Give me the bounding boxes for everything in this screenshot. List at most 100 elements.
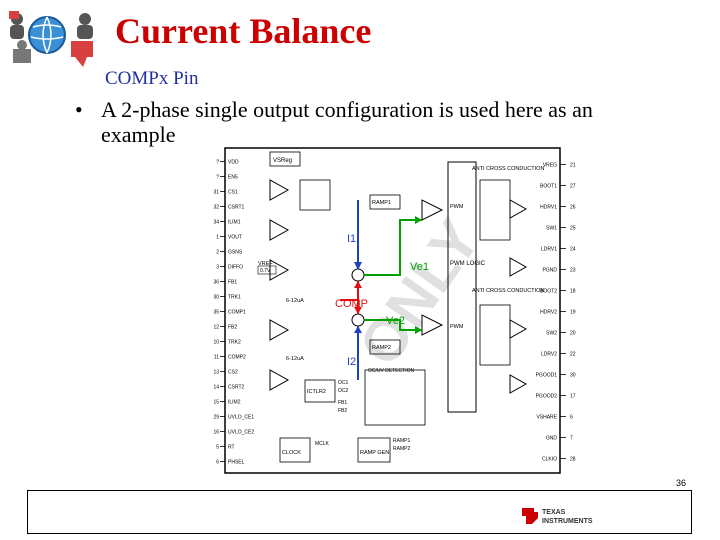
left-pin-number: 32 [213,205,219,211]
pwm-logic-block [447,161,477,413]
ramp1-out-label: RAMP1 [393,438,410,444]
left-pin-number: 35 [213,310,219,316]
right-pin-number: 23 [570,268,576,274]
left-pin-name: RT [228,445,235,451]
left-pin-name: CS2 [228,370,238,376]
ramp2-out-label: RAMP2 [393,446,410,452]
ramp-gen-label: RAMP GEN [360,450,389,456]
left-pin-number: 13 [213,370,219,376]
left-pin-number: 2 [216,250,219,256]
right-pin-number: 22 [570,352,576,358]
ocuv-label: OC/UV DETECTION [368,368,415,374]
ve1-label: Ve1 [410,261,429,273]
right-pin-name: VSHARE [536,415,557,421]
right-pin-number: 19 [570,310,576,316]
left-pin-name: COMP2 [228,355,246,361]
left-pin-number: 11 [214,355,219,361]
i2-label: I2 [347,356,356,368]
ve1-path [364,219,422,276]
pwm-logic-label: PWM LOGIC [450,261,486,267]
page-number: 36 [676,478,687,488]
left-pin-number: 6 [216,460,219,466]
left-pin-name: TRK2 [228,340,241,346]
right-pin-number: 30 [570,373,576,379]
footer-bar [27,490,692,534]
right-pin-name: HDRV1 [540,205,557,211]
left-pin-name: DIFFO [228,265,243,271]
right-pin-number: 7 [570,436,573,442]
left-pin-number: 15 [213,400,219,406]
mclk-label: MCLK [315,441,330,447]
fb1-label: FB1 [338,400,347,406]
left-pin-number: ? [216,160,219,166]
left-pin-name: TRK1 [228,295,241,301]
left-pin-number: 10 [213,340,219,346]
vref-label: VREF [258,261,273,267]
left-pin-number: 14 [213,385,219,391]
right-pin-number: 21 [570,163,576,169]
left-pin-name: EN5 [228,175,238,181]
i1-label: I1 [347,233,356,245]
clock-label: CLOCK [282,450,301,456]
globe-people-logo [9,11,93,67]
oc1-label: OC1 [338,380,349,386]
bullet-text: A 2-phase single output configuration is… [101,97,593,122]
left-pin-name: GSNS [228,250,243,256]
right-pin-number: 28 [570,457,576,463]
right-pin-number: 18 [570,289,576,295]
left-pin-number: 29 [213,415,219,421]
left-pin-name: VDD [228,160,239,166]
right-pin-number: 25 [570,226,576,232]
left-pin-name: ILIM2 [228,400,241,406]
fb2-label: FB2 [338,408,347,414]
anti-cross-label-2: ANTI CROSS CONDUCTION [472,288,544,294]
left-pin-number: 5 [216,445,219,451]
left-pin-name: CSRT1 [228,205,245,211]
right-pin-name: SW1 [546,226,557,232]
right-pin-name: HDRV2 [540,310,557,316]
right-pin-number: 20 [570,331,576,337]
current-label-2: 6-12uA [286,356,304,362]
v07-label: 0.7V [260,268,271,274]
ti-logo: TEXAS INSTRUMENTS [522,508,593,525]
ve2-label: Ve2 [386,315,405,327]
left-pin-number: 16 [213,430,219,436]
right-pin-name: BOOT1 [540,184,557,190]
left-pin-number: 34 [213,220,219,226]
right-pin-name: GND [546,436,558,442]
left-pin-number: 1 [216,235,219,241]
bullet-text-continued: example [101,122,176,147]
left-pin-name: FB1 [228,280,237,286]
left-pin-name: FB2 [228,325,237,331]
ti-brand-line2: INSTRUMENTS [542,518,593,525]
left-pin-number: 12 [213,325,219,331]
ramp2-label: RAMP2 [372,345,391,351]
right-pin-name: PGOOD2 [536,394,558,400]
right-pin-name: SW2 [546,331,557,337]
right-pin-name: CLKIO [542,457,557,463]
left-pin-name: ILIM1 [228,220,241,226]
left-pin-name: PHSEL [228,460,245,466]
slide-title: Current Balance [115,11,372,51]
left-pin-name: CS1 [228,190,238,196]
left-pin-name: UVLO_CE1 [228,415,254,421]
left-pin-name: CSRT2 [228,385,245,391]
left-pin-name: UVLO_CE2 [228,430,254,436]
left-pin-number: 36 [213,280,219,286]
current-label-1: 6-12uA [286,298,304,304]
pwm-label-2: PWM [450,324,464,330]
chip-outline [224,147,561,474]
pwm-label-1: PWM [450,204,464,210]
right-pin-number: 27 [570,184,576,190]
right-pin-name: VREG [543,163,557,169]
left-pin-name: VOUT [228,235,242,241]
right-pin-name: PGOOD1 [536,373,558,379]
slide-subtitle: COMPx Pin [105,68,199,89]
anti-cross-label-1: ANTI CROSS CONDUCTION [472,166,544,172]
right-pin-name: BOOT2 [540,289,557,295]
ictlr2-label: ICTLR2 [307,389,326,395]
oc2-label: OC2 [338,388,349,394]
right-pin-name: LDRV1 [541,247,557,253]
bullet-dot: • [75,97,83,122]
